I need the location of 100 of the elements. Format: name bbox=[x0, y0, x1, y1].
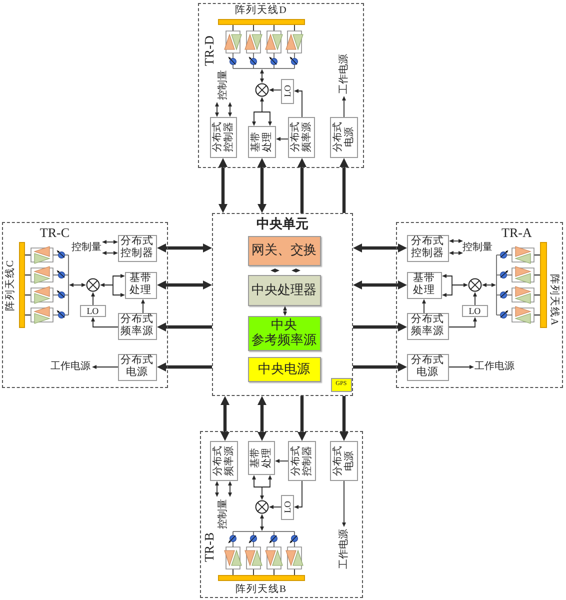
mixer-symbol bbox=[468, 278, 482, 292]
thick-arrow bbox=[298, 158, 306, 213]
arrow bbox=[422, 299, 426, 314]
arrow bbox=[100, 274, 125, 297]
signal-label: 工作电源 bbox=[50, 360, 92, 373]
arrow bbox=[215, 102, 219, 117]
arrow bbox=[482, 283, 496, 287]
process-box: 分布式控制器 bbox=[210, 116, 237, 158]
process-box: 分布式电源 bbox=[330, 440, 358, 481]
signal-label: 工作电源 bbox=[336, 52, 352, 96]
process-box: 基带处理 bbox=[406, 272, 442, 299]
arrow bbox=[102, 251, 118, 255]
connector-line bbox=[24, 254, 32, 316]
arrow bbox=[342, 480, 346, 527]
thick-arrow bbox=[340, 158, 348, 213]
process-box: LO bbox=[462, 304, 488, 317]
thick-arrow bbox=[157, 280, 212, 290]
process-box: 分布式频率源 bbox=[118, 312, 157, 340]
arrow bbox=[269, 505, 282, 509]
connector-line bbox=[232, 24, 295, 32]
arrow bbox=[92, 365, 118, 369]
arrow bbox=[294, 480, 302, 509]
dashed-frame bbox=[212, 213, 353, 396]
arrow bbox=[252, 97, 272, 126]
signal-label: 工作电源 bbox=[474, 360, 516, 373]
process-box: 分布式频率源 bbox=[210, 440, 238, 481]
process-box: 分布式控制器 bbox=[288, 440, 316, 481]
signal-label: 控制量 bbox=[210, 68, 235, 102]
arrow bbox=[283, 306, 287, 316]
arrow bbox=[442, 274, 468, 297]
connector-line bbox=[232, 568, 295, 576]
thick-arrow bbox=[298, 396, 306, 441]
process-box: 中央 参考频率源 bbox=[248, 316, 321, 351]
mixer-symbol bbox=[86, 278, 100, 292]
arrow bbox=[69, 283, 86, 287]
arrow bbox=[102, 240, 118, 244]
frame-title: TR-C bbox=[38, 224, 70, 241]
process-box: 分布式电源 bbox=[406, 354, 449, 381]
thick-arrow bbox=[220, 396, 230, 441]
amplifier-array bbox=[30, 244, 69, 325]
antenna-label: 阵列天线B bbox=[234, 582, 288, 596]
thick-arrow bbox=[258, 396, 266, 441]
thick-arrow bbox=[353, 280, 407, 290]
arrow bbox=[473, 292, 477, 306]
arrow bbox=[215, 481, 219, 497]
thick-arrow bbox=[157, 362, 212, 372]
arrow bbox=[448, 317, 477, 328]
amplifier-array bbox=[496, 244, 534, 325]
frame-title: TR-B bbox=[202, 530, 216, 564]
frame-title: TR-D bbox=[202, 36, 216, 66]
mixer-symbol bbox=[254, 500, 269, 514]
arrow bbox=[260, 514, 264, 531]
process-box: 分布式频率源 bbox=[288, 116, 315, 158]
process-box: 分布式频率源 bbox=[406, 312, 449, 340]
dashed-frame bbox=[198, 3, 364, 168]
thick-arrow bbox=[353, 362, 407, 372]
process-box: 分布式控制器 bbox=[406, 234, 449, 262]
arrow bbox=[141, 299, 145, 314]
process-box: LO bbox=[280, 494, 294, 520]
arrow bbox=[269, 88, 282, 92]
process-box: 网关、交换 bbox=[248, 236, 321, 266]
arrow bbox=[252, 475, 272, 500]
connector-line bbox=[534, 254, 540, 316]
arrow bbox=[292, 268, 300, 272]
amplifier-array bbox=[222, 30, 304, 69]
thick-arrow bbox=[157, 244, 212, 252]
thick-arrow bbox=[157, 322, 212, 332]
dashed-frame bbox=[2, 222, 168, 388]
arrow bbox=[449, 239, 463, 243]
arrow bbox=[449, 251, 463, 255]
process-box: LO bbox=[80, 304, 106, 317]
arrow bbox=[448, 365, 474, 369]
thick-arrow bbox=[218, 158, 228, 213]
thick-arrow bbox=[353, 244, 407, 252]
mixer-symbol bbox=[254, 82, 269, 97]
process-box: 中央处理器 bbox=[248, 274, 321, 306]
amplifier-array bbox=[222, 530, 304, 569]
process-box: 分布式电源 bbox=[330, 116, 358, 158]
arrow bbox=[294, 89, 302, 118]
arrow bbox=[270, 268, 280, 272]
dashed-frame bbox=[396, 222, 563, 388]
arrow bbox=[260, 69, 264, 83]
frame-title: 中央单元 bbox=[256, 214, 310, 232]
thick-arrow bbox=[258, 158, 266, 213]
dashed-frame bbox=[200, 431, 363, 598]
signal-label: 控制量 bbox=[462, 236, 493, 258]
antenna-label: 阵列天线D bbox=[234, 4, 288, 17]
arrow bbox=[275, 459, 288, 463]
process-box: LO bbox=[280, 78, 294, 104]
process-box: 分布式电源 bbox=[118, 354, 157, 381]
arrow bbox=[91, 292, 95, 306]
process-box: 分布式控制器 bbox=[118, 234, 157, 262]
arrow bbox=[228, 481, 232, 497]
antenna-label: 阵列天线C bbox=[4, 258, 16, 313]
signal-label: 工作电源 bbox=[336, 526, 352, 571]
arrow bbox=[276, 137, 288, 141]
antenna-label: 阵列天线A bbox=[548, 272, 560, 328]
process-box: 基带处理 bbox=[124, 272, 157, 299]
arrow bbox=[342, 96, 346, 118]
arrow bbox=[91, 317, 118, 328]
